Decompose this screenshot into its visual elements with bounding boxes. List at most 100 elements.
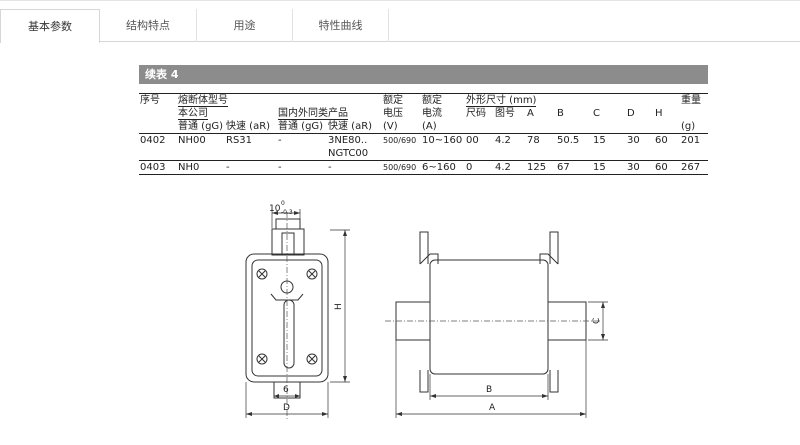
header-volt-unit: (V): [382, 120, 421, 134]
arrowheads: [246, 211, 605, 416]
corner-screw-icon: [306, 353, 318, 365]
corner-screw-icon: [306, 268, 318, 280]
cell-current: 10~160: [422, 135, 463, 146]
cell-gg: NH00: [178, 135, 206, 146]
tab-slot: [281, 232, 295, 256]
header-row-3: 普通 (gG) 快速 (aR) 普通 (gG) 快速 (aR) (V) (A) …: [139, 120, 708, 134]
right-clip: [539, 253, 559, 265]
header-H: H: [655, 108, 663, 119]
header-amp-unit: (A): [421, 120, 465, 134]
table-row: 0402 NH00 RS31 - 3NE80.. 500/690 10~160 …: [139, 134, 708, 148]
cell-ar: RS31: [226, 135, 253, 146]
header-dims: 外形尺寸 (mm): [466, 95, 537, 107]
cell-ar2: 3NE80..: [328, 135, 368, 146]
spec-table: 序号 熔断体型号 额定 额定 外形尺寸 (mm) 重量 本公司 国内外同类产品 …: [139, 93, 708, 175]
cell-gg2: -: [277, 160, 327, 175]
cell-H: 60: [655, 135, 668, 146]
screw-crosses: [258, 270, 316, 363]
cell-gg: NH0: [177, 160, 225, 175]
center-slot: [283, 299, 295, 369]
dim-label-top-sup: 0: [281, 200, 285, 207]
header-B: B: [557, 108, 564, 119]
header-weight-unit: (g): [680, 120, 708, 134]
table-row: 0403 NH0 - - - 500/690 6~160 0 4.2 125 6…: [139, 160, 708, 175]
tab-usage[interactable]: 用途: [197, 9, 293, 42]
left-clip-lower: [419, 370, 429, 393]
dim-label-D: D: [283, 403, 290, 413]
cell-weight: 267: [680, 160, 708, 175]
dim-label-H: H: [334, 303, 344, 310]
cell-fig: 4.2: [494, 160, 526, 175]
header-rated-1: 额定: [382, 93, 421, 107]
cell-size: 00: [466, 135, 479, 146]
dim-label-C: C: [592, 318, 602, 324]
cell-seq: 0402: [140, 135, 166, 146]
cell-B: 50.5: [557, 135, 580, 146]
tab-structure[interactable]: 结构特点: [100, 9, 197, 42]
header-C: C: [593, 108, 600, 119]
header-gg-1: 普通 (gG): [177, 120, 225, 134]
left-clip-arm: [419, 231, 429, 264]
header-voltage: 电压: [383, 108, 403, 119]
header-fig: 图号: [495, 108, 515, 119]
cell-voltage: 500/690: [383, 136, 417, 145]
cell-gg2: -: [278, 135, 282, 146]
cell-voltage: 500/690: [382, 160, 421, 175]
header-fuse-model: 熔断体型号: [178, 95, 228, 107]
header-seq: 序号: [139, 93, 177, 107]
cell-size: 0: [465, 160, 494, 175]
side-view: [395, 231, 587, 393]
tab-basic-params[interactable]: 基本参数: [0, 9, 100, 43]
header-size: 尺码: [466, 108, 486, 119]
cell-D: 30: [626, 160, 654, 175]
cell-seq: 0403: [139, 160, 177, 175]
dim-label-B: B: [486, 385, 492, 395]
header-ar-2: 快速 (aR): [327, 120, 382, 134]
side-body: [429, 259, 549, 375]
top-border: [0, 0, 800, 1]
header-company: 本公司: [178, 108, 208, 120]
table-row-continuation: NGTC00: [139, 147, 708, 161]
corner-screw-icon: [256, 353, 268, 365]
tab-label: 特性曲线: [318, 19, 363, 32]
cell-A: 78: [527, 135, 540, 146]
cell-D: 30: [627, 135, 640, 146]
cell-current: 6~160: [421, 160, 465, 175]
cell-H: 60: [654, 160, 680, 175]
cell-A: 125: [526, 160, 556, 175]
tab-top: [275, 218, 301, 229]
header-domestic: 国内外同类产品: [278, 108, 348, 120]
tab-label: 基本参数: [28, 20, 72, 33]
cell-B: 67: [556, 160, 592, 175]
dim-label-top-sub: -0.3: [281, 209, 293, 216]
cell-ar2: -: [327, 160, 382, 175]
right-clip-lower: [549, 370, 559, 393]
dim-label-A: A: [489, 403, 496, 413]
cell-fig: 4.2: [495, 135, 511, 146]
corner-screw-icon: [256, 268, 268, 280]
header-row-1: 序号 熔断体型号 额定 额定 外形尺寸 (mm) 重量: [139, 93, 708, 107]
tab-bar: 基本参数 结构特点 用途 特性曲线: [0, 9, 800, 43]
cell-C: 15: [593, 135, 606, 146]
cell-ar2-continued: NGTC00: [327, 147, 382, 161]
cell-C: 15: [592, 160, 626, 175]
table-title: 续表 4: [139, 65, 708, 84]
header-rated-2: 额定: [421, 93, 465, 107]
dim-label-top: 10: [269, 204, 281, 214]
left-clip: [419, 253, 439, 265]
right-clip-arm: [549, 231, 559, 264]
header-current: 电流: [422, 108, 442, 119]
tab-label: 用途: [233, 19, 256, 32]
header-weight: 重量: [680, 93, 708, 107]
tab-curve[interactable]: 特性曲线: [293, 9, 389, 42]
header-row-2: 本公司 国内外同类产品 电压 电流 尺码 图号 A B C D H: [139, 107, 708, 120]
header-gg-2: 普通 (gG): [277, 120, 327, 134]
header-D: D: [627, 108, 635, 119]
cell-ar: -: [225, 160, 277, 175]
header-ar-1: 快速 (aR): [225, 120, 277, 134]
tab-label: 结构特点: [126, 19, 170, 32]
header-A: A: [527, 108, 534, 119]
cell-weight: 201: [681, 135, 701, 146]
dim-label-6: 6: [283, 385, 289, 395]
